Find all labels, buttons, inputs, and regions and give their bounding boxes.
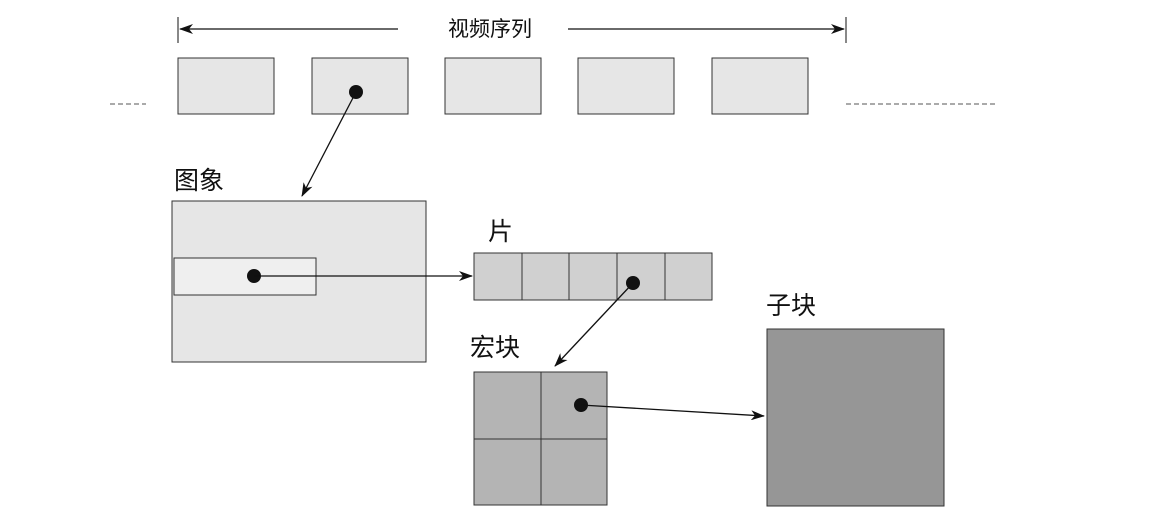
slice-label: 片	[488, 217, 513, 246]
slice-cell	[521, 252, 570, 301]
frame-4	[577, 57, 675, 115]
sequence-label: 视频序列	[448, 17, 532, 41]
frame-list	[177, 57, 809, 115]
slice-cell	[664, 252, 713, 301]
frame-2	[311, 57, 409, 115]
frame-1	[177, 57, 275, 115]
macroblock-cell	[540, 438, 608, 506]
slice-strip	[473, 252, 713, 301]
frame-5	[711, 57, 809, 115]
macroblock-label: 宏块	[470, 333, 520, 362]
slice-cell	[568, 252, 618, 301]
macroblock-grid	[473, 371, 608, 506]
slice-to-macroblock-arrow	[554, 282, 634, 367]
frame-to-picture-arrow	[301, 91, 357, 197]
macroblock-cell	[473, 371, 542, 440]
subblock-label: 子块	[766, 291, 816, 320]
frame-3	[444, 57, 542, 115]
slice-cell	[473, 252, 523, 301]
macroblock-to-subblock-arrow	[580, 404, 765, 421]
subblock-box	[766, 328, 945, 507]
sequence-span: 视频序列	[177, 17, 847, 43]
picture-label: 图象	[174, 166, 224, 195]
macroblock-cell	[473, 438, 542, 506]
